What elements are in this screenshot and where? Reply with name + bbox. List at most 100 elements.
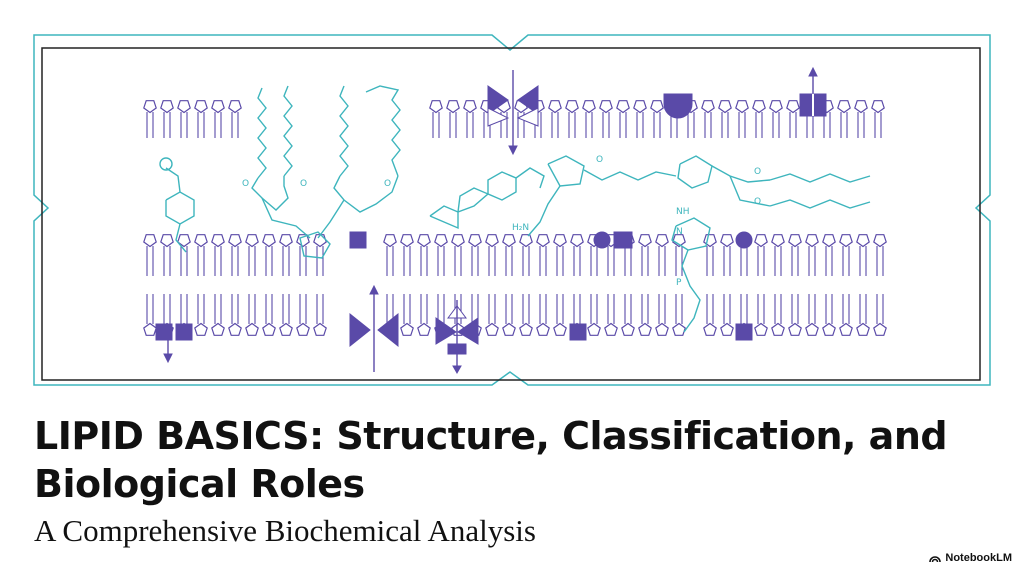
- lipid-head: [854, 100, 868, 114]
- label-oxygen-2: O: [300, 179, 307, 189]
- lipid-head: [468, 234, 482, 248]
- nitrogen-atom-ring: [159, 157, 173, 171]
- lipid-head: [621, 322, 635, 336]
- lipid-head: [672, 234, 686, 248]
- lipid-head: [296, 322, 310, 336]
- lipid-head: [570, 234, 584, 248]
- ester-linkage-1: [261, 197, 311, 239]
- frame-outer-teal: [33, 34, 991, 386]
- membrane-proteins: [155, 66, 827, 375]
- transporter-arrow-head: [452, 365, 462, 375]
- channel-top-right: [517, 85, 539, 115]
- embedded-block-6: [155, 323, 173, 341]
- lipid-head: [177, 100, 191, 114]
- lipid-head: [143, 100, 157, 114]
- lipid-head: [211, 100, 225, 114]
- lipid-head: [633, 100, 647, 114]
- lipid-head: [650, 100, 664, 114]
- embedded-block-4: [569, 323, 587, 341]
- lipid-head: [536, 322, 550, 336]
- slide-subtitle: A Comprehensive Biochemical Analysis: [34, 513, 536, 548]
- lipid-head: [262, 322, 276, 336]
- fatty-acid-chain-4: [365, 85, 401, 177]
- slide-title: LIPID BASICS: Structure, Classification,…: [34, 414, 948, 506]
- steroid-tail: [515, 167, 545, 189]
- indole-sidechain: [165, 167, 181, 193]
- lipid-head: [228, 100, 242, 114]
- steroid-rings: [429, 171, 517, 230]
- label-oxygen-1: O: [242, 179, 249, 189]
- lipid-head: [837, 100, 851, 114]
- lipid-head: [587, 322, 601, 336]
- linker-chain: [527, 185, 561, 237]
- fatty-acid-chain-1: [257, 87, 267, 179]
- lipid-head: [519, 322, 533, 336]
- lipid-head: [871, 100, 885, 114]
- lipid-head: [771, 234, 785, 248]
- lower-channel-left-top: [349, 312, 371, 348]
- label-oxygen-3: O: [384, 179, 391, 189]
- lipid-head: [446, 100, 460, 114]
- lipid-head: [279, 322, 293, 336]
- lipid-head: [754, 322, 768, 336]
- embedded-block-3: [735, 323, 753, 341]
- lipid-head: [429, 100, 443, 114]
- lipid-head: [655, 322, 669, 336]
- lipid-head: [788, 234, 802, 248]
- lipid-head: [735, 100, 749, 114]
- lipid-head: [553, 234, 567, 248]
- lipid-head: [502, 322, 516, 336]
- lipid-head: [160, 100, 174, 114]
- indole-pendant: [175, 223, 187, 253]
- lipid-head: [703, 322, 717, 336]
- phosphate-linkage: [681, 249, 701, 333]
- indole-ring: [165, 191, 195, 225]
- lipid-head: [245, 322, 259, 336]
- lipid-head: [463, 100, 477, 114]
- lipid-head: [502, 234, 516, 248]
- label-imine: NH: [676, 207, 690, 217]
- lipid-head: [788, 322, 802, 336]
- lipid-head: [228, 322, 242, 336]
- lipid-head: [720, 234, 734, 248]
- transporter-right: [457, 317, 479, 345]
- label-phosphorus: P: [676, 278, 682, 288]
- lipid-head: [786, 100, 800, 114]
- lipid-head: [873, 322, 887, 336]
- lipid-head: [565, 100, 579, 114]
- transporter-left: [435, 317, 457, 345]
- molecule-structures: [159, 85, 871, 333]
- lipid-head: [536, 234, 550, 248]
- fatty-acid-chain-2: [283, 85, 293, 177]
- lower-channel-arrow-head: [369, 284, 379, 295]
- lipid-head: [313, 322, 327, 336]
- lipid-head: [160, 234, 174, 248]
- right-fatty-chain: [583, 169, 677, 181]
- lipid-head: [434, 234, 448, 248]
- lipid-head: [582, 100, 596, 114]
- embedded-block-5: [175, 323, 193, 341]
- lipid-head: [194, 234, 208, 248]
- brand-name: NotebookLM: [945, 552, 1012, 564]
- long-chain-b: [769, 199, 871, 209]
- fatty-acid-chain-3: [339, 85, 349, 177]
- lipid-head: [769, 100, 783, 114]
- notebooklm-logo-icon: [929, 556, 942, 563]
- lipid-head: [672, 322, 686, 336]
- lipid-head: [211, 234, 225, 248]
- frame-inner: [41, 47, 981, 381]
- lipid-head: [873, 234, 887, 248]
- lipid-head: [194, 322, 208, 336]
- pump-arrow-head: [808, 66, 818, 77]
- embedded-block-2: [349, 231, 367, 249]
- lipid-head: [839, 234, 853, 248]
- lipid-head: [638, 322, 652, 336]
- lipid-head: [604, 322, 618, 336]
- embedded-bead-1: [593, 231, 611, 249]
- lipid-head: [279, 234, 293, 248]
- label-amine: H₂N: [512, 223, 529, 233]
- lipid-bilayers: [143, 100, 887, 336]
- lipid-head: [720, 322, 734, 336]
- lipid-head: [638, 234, 652, 248]
- lipid-head: [519, 234, 533, 248]
